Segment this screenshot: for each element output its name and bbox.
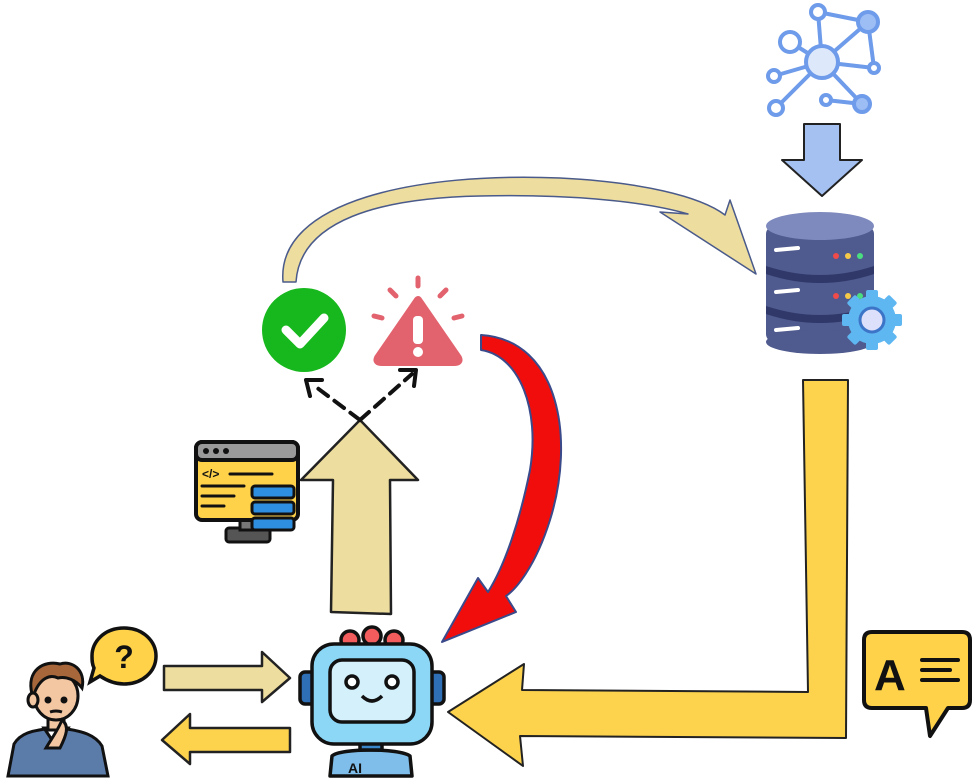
robot-icon: AI (298, 625, 446, 778)
dashed-fork-arrows (310, 372, 414, 422)
question-bubble-icon: ? (87, 626, 158, 686)
red-retry-arrow (441, 334, 563, 643)
user-thinking-icon (6, 661, 110, 778)
answer-glyph: A (874, 651, 906, 700)
question-mark: ? (114, 639, 134, 675)
database-gear-icon (766, 212, 902, 354)
code-server-icon: </> (194, 440, 300, 544)
warning-icon (371, 275, 465, 366)
down-arrow-icon (781, 123, 863, 197)
check-icon (262, 288, 346, 372)
knowledge-graph-icon (766, 3, 881, 117)
answer-bubble-icon: A (862, 630, 972, 738)
yellow-answer-arrow (447, 379, 849, 767)
code-tag-text: </> (202, 467, 219, 481)
curved-arrow-to-database (282, 176, 757, 283)
arrow-robot-to-user (160, 712, 292, 766)
arrow-user-to-robot (162, 650, 292, 704)
up-arrow-to-validation (299, 418, 420, 616)
robot-badge: AI (348, 760, 362, 776)
